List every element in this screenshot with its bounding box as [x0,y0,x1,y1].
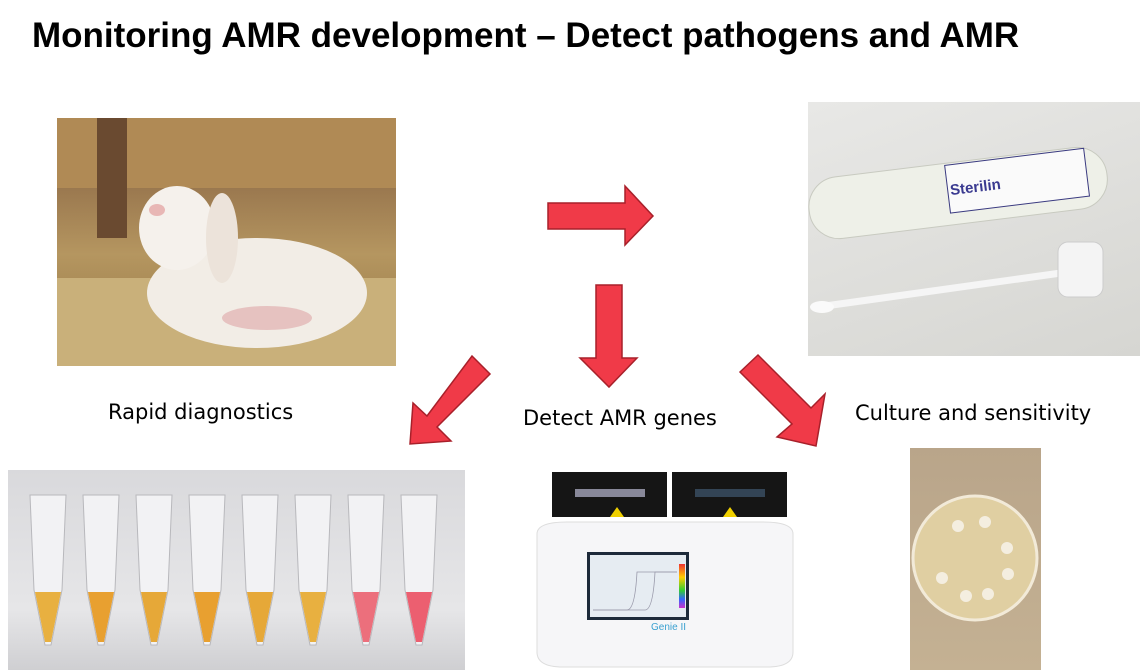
tube-liquid [141,592,167,642]
tube-liquid [406,592,432,642]
petri-dish-photo [910,448,1041,670]
tube-liquid [194,592,220,642]
genie-brand-label: Genie II [651,622,687,633]
lamb-photo [57,118,396,366]
label-culture-sensitivity: Culture and sensitivity [855,401,1092,425]
genie-device-photo: Genie II [527,462,803,670]
label-rapid-diagnostics: Rapid diagnostics [108,400,294,424]
slide-title: Monitoring AMR development – Detect path… [32,16,1020,55]
swab-tube-photo: Sterilin [808,102,1140,356]
arrow-down-left-icon [409,354,492,445]
tube-liquid [353,592,379,642]
arrow-down-icon [578,284,639,389]
arrow-down-right-icon [738,353,827,447]
tube-liquid [247,592,273,642]
arrow-right-icon [547,184,655,247]
label-detect-amr-genes: Detect AMR genes [523,406,717,430]
pcr-tubes-photo [8,470,465,670]
tube-liquid [35,592,61,642]
tube-liquid [300,592,326,642]
tube-liquid [88,592,114,642]
